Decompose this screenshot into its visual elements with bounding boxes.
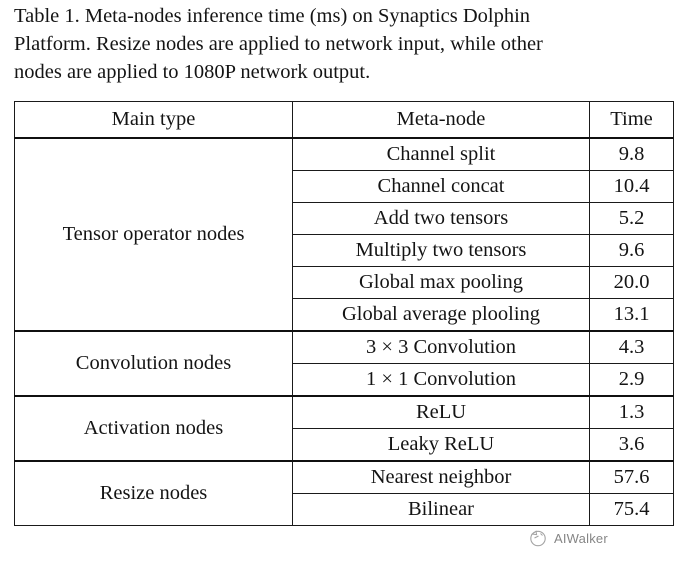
time-cell: 5.2: [589, 202, 674, 235]
column-header-time: Time: [589, 101, 674, 139]
watermark: AIWalker: [527, 523, 677, 553]
circle-logo-icon: [527, 527, 549, 549]
meta-node-cell: Nearest neighbor: [292, 460, 590, 494]
time-cell: 57.6: [589, 460, 674, 494]
time-cell: 10.4: [589, 170, 674, 203]
meta-node-cell: Global average plooling: [292, 298, 590, 332]
time-cell: 20.0: [589, 266, 674, 299]
meta-node-cell: Leaky ReLU: [292, 428, 590, 462]
watermark-text: AIWalker: [554, 530, 608, 546]
time-cell: 9.8: [589, 137, 674, 171]
time-cell: 75.4: [589, 493, 674, 526]
time-cell: 1.3: [589, 395, 674, 429]
meta-node-cell: Multiply two tensors: [292, 234, 590, 267]
caption-line-3: nodes are applied to 1080P network outpu…: [14, 61, 371, 83]
caption-line-1: Table 1. Meta-nodes inference time (ms) …: [14, 5, 531, 27]
table-caption: Table 1. Meta-nodes inference time (ms) …: [14, 2, 674, 86]
meta-node-cell: 3 × 3 Convolution: [292, 330, 590, 364]
column-header-main-type: Main type: [14, 101, 293, 139]
time-cell: 2.9: [589, 363, 674, 397]
time-cell: 4.3: [589, 330, 674, 364]
meta-node-cell: Bilinear: [292, 493, 590, 526]
meta-node-cell: Global max pooling: [292, 266, 590, 299]
main-type-cell: Tensor operator nodes: [14, 137, 293, 332]
meta-node-cell: Channel split: [292, 137, 590, 171]
time-cell: 13.1: [589, 298, 674, 332]
main-type-cell: Resize nodes: [14, 460, 293, 526]
meta-node-cell: 1 × 1 Convolution: [292, 363, 590, 397]
caption-line-2: Platform. Resize nodes are applied to ne…: [14, 33, 543, 55]
main-type-cell: Activation nodes: [14, 395, 293, 462]
meta-node-cell: Channel concat: [292, 170, 590, 203]
column-header-meta-node: Meta-node: [292, 101, 590, 139]
time-cell: 9.6: [589, 234, 674, 267]
time-cell: 3.6: [589, 428, 674, 462]
meta-node-cell: ReLU: [292, 395, 590, 429]
main-type-cell: Convolution nodes: [14, 330, 293, 397]
meta-node-cell: Add two tensors: [292, 202, 590, 235]
